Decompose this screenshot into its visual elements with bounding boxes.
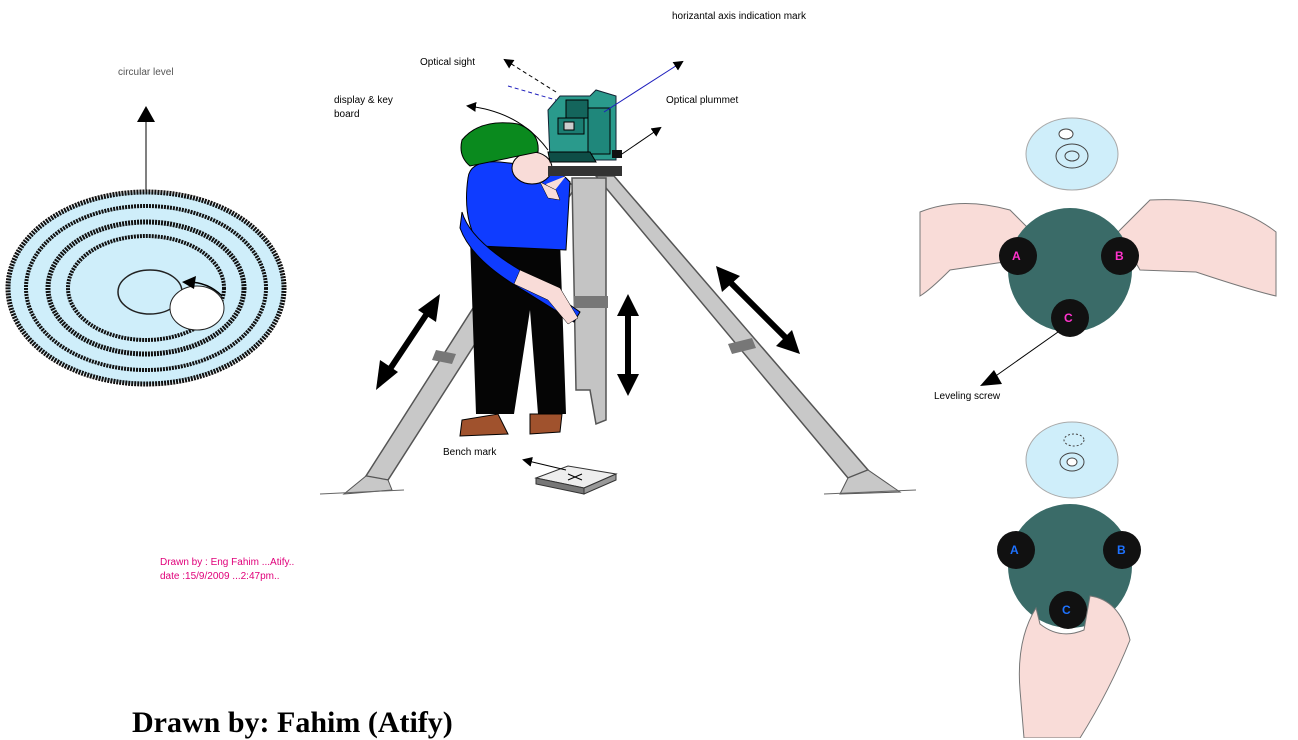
optical-sight-label: Optical sight xyxy=(420,56,475,70)
optical-plummet-pointer xyxy=(622,128,660,154)
screw-b-top: B xyxy=(1115,249,1124,263)
leveling-screw-label: Leveling screw xyxy=(934,390,1000,404)
leveling-bottom xyxy=(997,422,1141,738)
optical-sight-pointer xyxy=(505,60,556,92)
screw-c-bottom: C xyxy=(1062,603,1071,617)
level-arrow-head xyxy=(137,106,155,122)
optical-plummet-label: Optical plummet xyxy=(666,94,738,108)
circular-level-diagram xyxy=(8,106,284,384)
signature-line2: date :15/9/2009 ...2:47pm.. xyxy=(160,570,280,584)
circular-level-label: circular level xyxy=(118,66,174,80)
bench-mark-label: Bench mark xyxy=(443,446,496,460)
screw-c-top: C xyxy=(1064,311,1073,325)
screw-a-top: A xyxy=(1012,249,1021,263)
bench-mark xyxy=(524,460,616,494)
level-bubble xyxy=(170,286,224,330)
leveling-top xyxy=(920,118,1276,386)
footer-credit: Drawn by: Fahim (Atify) xyxy=(132,706,453,740)
total-station xyxy=(548,90,622,176)
screw-a-bottom: A xyxy=(1010,543,1019,557)
display-keyboard-label: display & key board xyxy=(334,94,410,122)
signature-line1: Drawn by : Eng Fahim ...Atify.. xyxy=(160,556,294,570)
horizontal-axis-label: horizantal axis indication mark xyxy=(672,10,832,24)
screw-b-bottom: B xyxy=(1117,543,1126,557)
